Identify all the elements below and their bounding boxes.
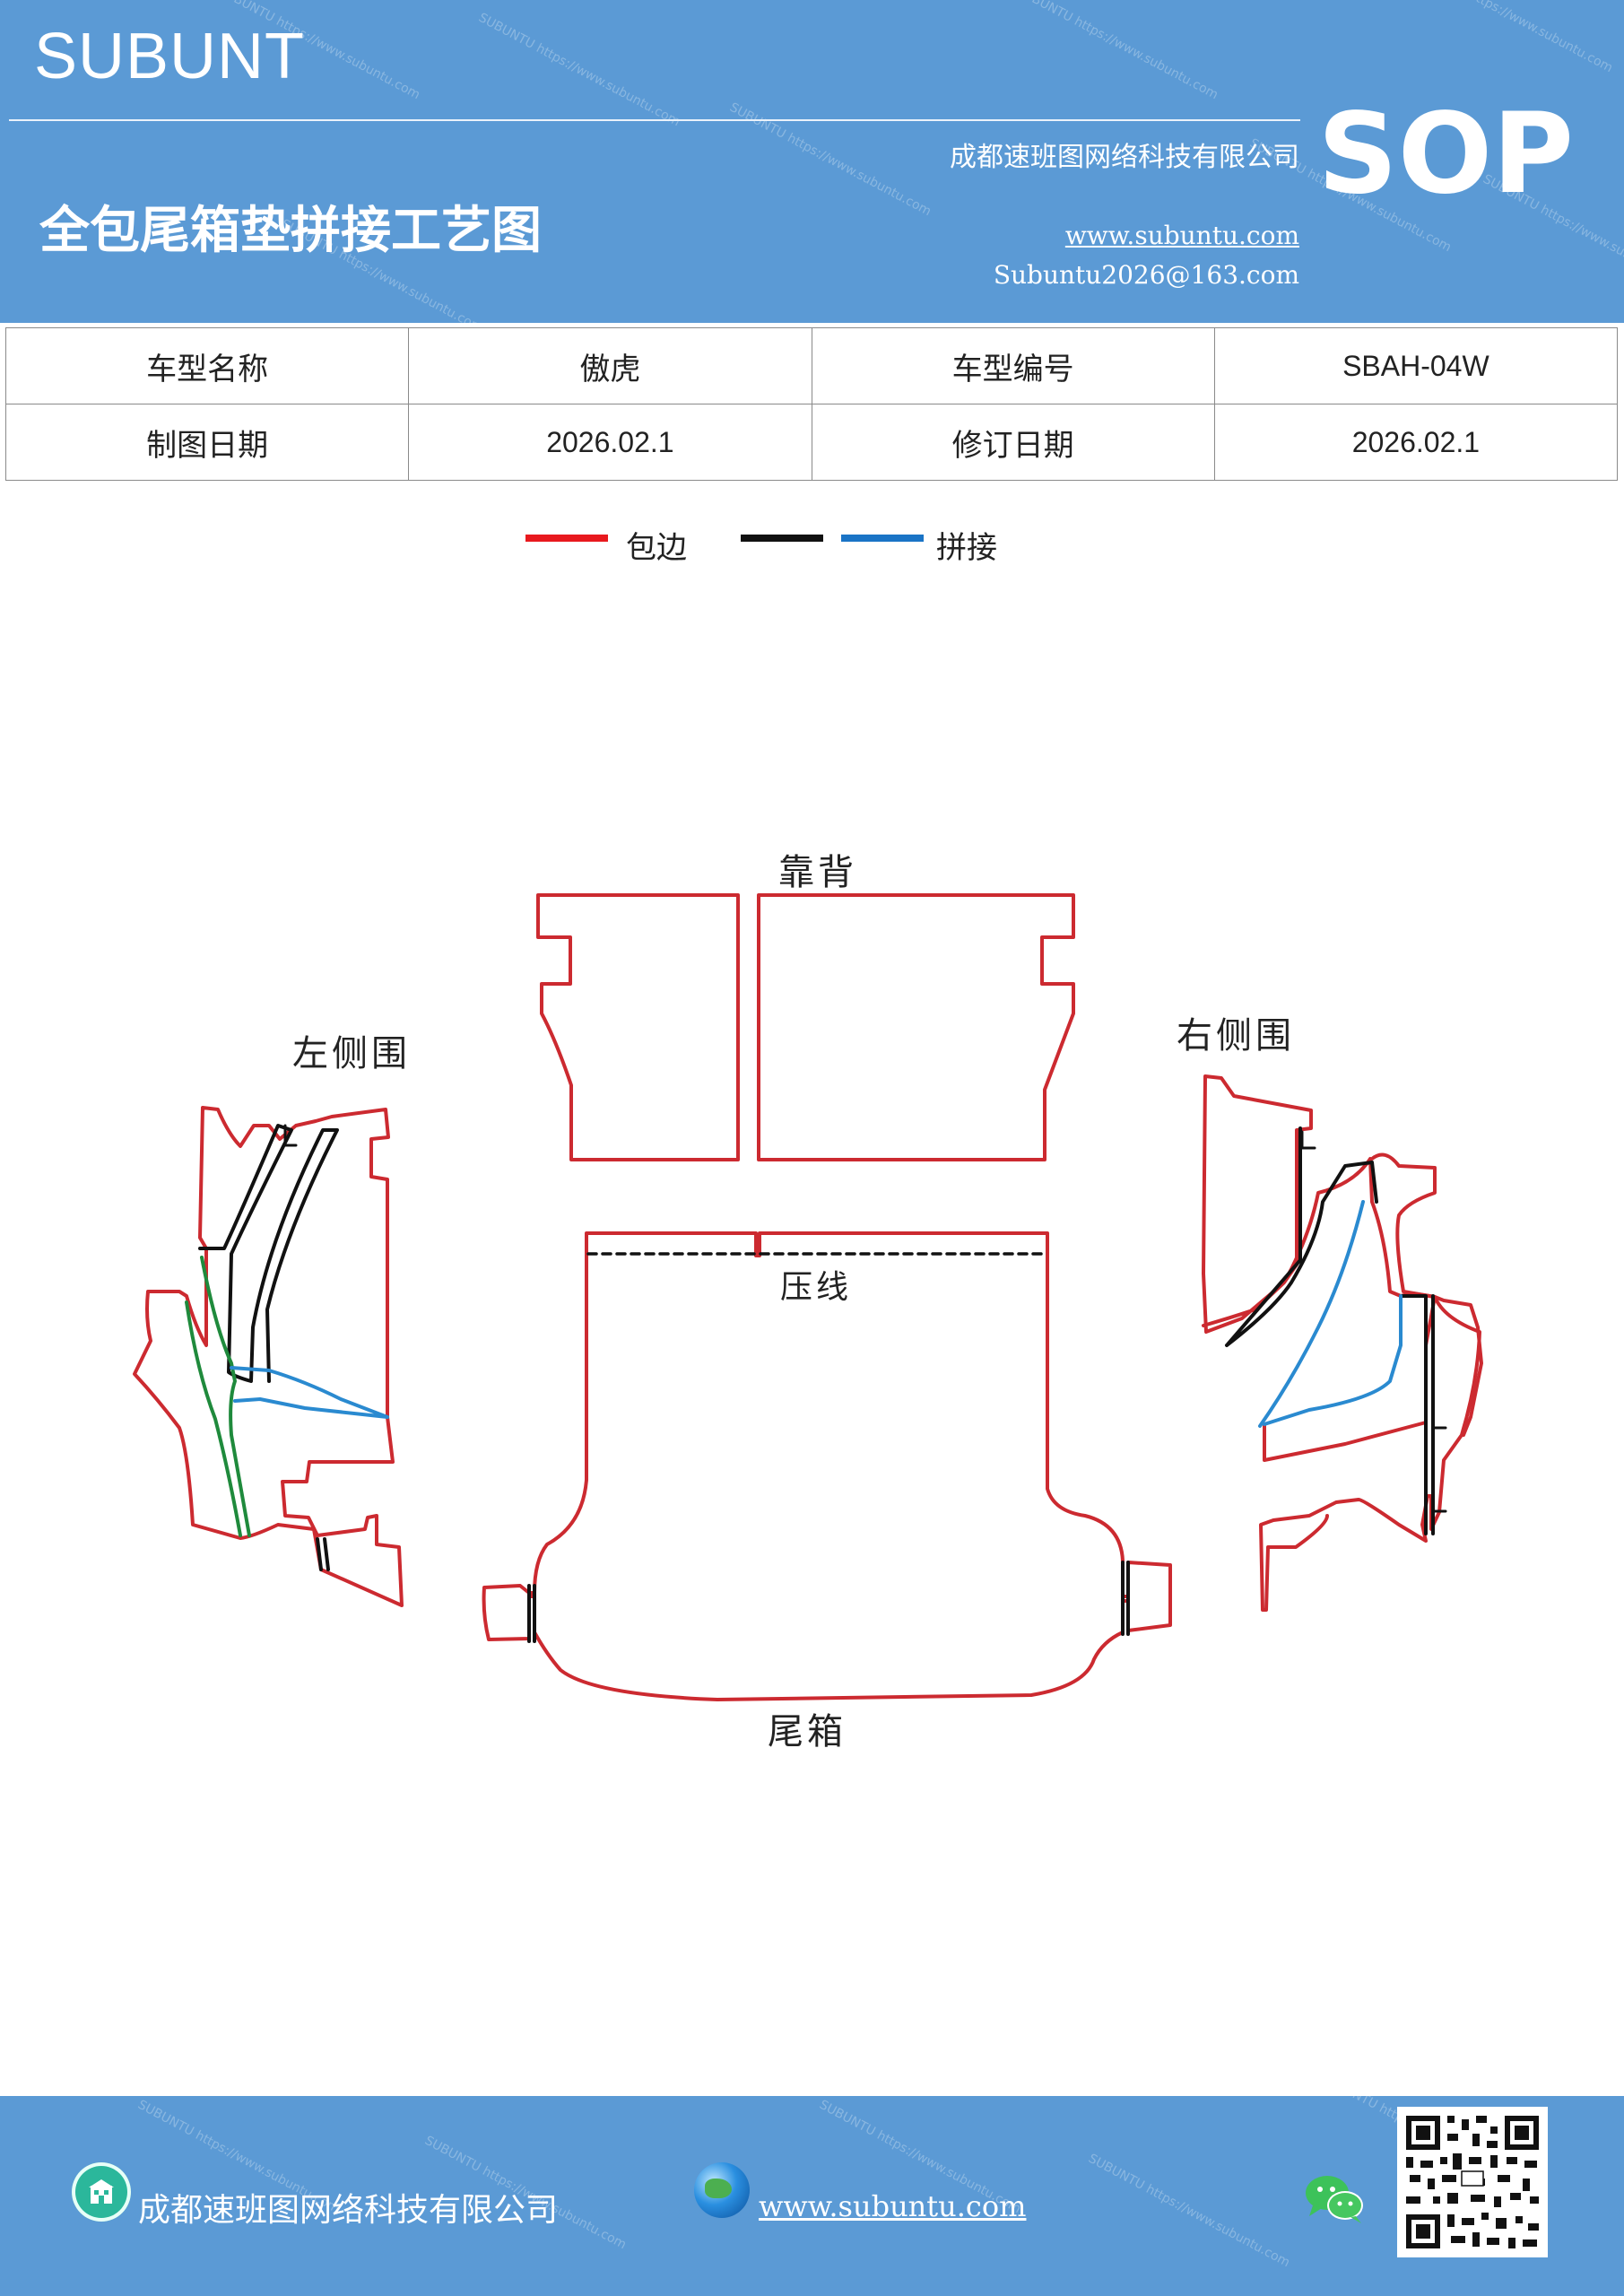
contact-email: Subuntu2026@163.com (993, 260, 1299, 290)
model-name-value: 傲虎 (408, 327, 812, 404)
header-divider (9, 119, 1300, 121)
sop-badge: SOP (1317, 90, 1574, 219)
crease-label: 压线 (780, 1269, 853, 1306)
page-footer: SUBUNTU https://www.subuntu.com SUBUNTU … (0, 2096, 1624, 2296)
legend-label-splice: 拼接 (936, 530, 997, 566)
left-panel-joint-green (185, 1256, 251, 1537)
legend-line-red (525, 535, 608, 542)
trunk-label: 尾箱 (768, 1711, 847, 1752)
right-panel-stitches (1300, 1130, 1447, 1513)
watermark: SUBUNTU https://www.subuntu.com (1085, 2151, 1292, 2271)
backrest-left-piece (536, 893, 740, 1161)
model-code-label: 车型编号 (811, 327, 1215, 404)
drawing-date-label: 制图日期 (4, 404, 410, 481)
vehicle-info-table: 车型名称 傲虎 车型编号 SBAH-04W 制图日期 2026.02.1 修订日… (4, 327, 1619, 481)
globe-icon (694, 2162, 750, 2218)
backrest-right-piece (757, 893, 1075, 1161)
revision-date-value: 2026.02.1 (1213, 404, 1619, 481)
revision-date-label: 修订日期 (811, 404, 1215, 481)
drawing-date-value: 2026.02.1 (408, 404, 812, 481)
legend: 包边 拼接 (0, 523, 1624, 577)
legend-line-blue (841, 535, 924, 542)
backrest-label: 靠背 (778, 852, 857, 893)
model-code-value: SBAH-04W (1213, 327, 1619, 404)
wechat-icon[interactable] (1304, 2171, 1367, 2225)
table-row: 车型名称 傲虎 车型编号 SBAH-04W (4, 327, 1619, 404)
footer-company-name: 成都速班图网络科技有限公司 (138, 2192, 559, 2229)
footer-website-link[interactable]: www.subuntu.com (759, 2189, 1027, 2223)
model-name-label: 车型名称 (4, 327, 410, 404)
left-panel-stitch (283, 1124, 298, 1147)
trunk-right-joint (1121, 1561, 1130, 1636)
left-panel-joint-black (198, 1124, 339, 1383)
trunk-left-joint (527, 1584, 536, 1643)
left-panel-outline (133, 1106, 404, 1607)
right-panel-label: 右侧围 (1177, 1015, 1295, 1057)
company-name: 成都速班图网络科技有限公司 (950, 142, 1299, 173)
qr-code[interactable] (1397, 2107, 1548, 2257)
legend-label-edging: 包边 (626, 530, 687, 566)
trunk-piece (482, 1231, 1172, 1701)
left-panel-joint-blue (230, 1366, 389, 1419)
right-panel-joint-blue (1258, 1200, 1403, 1428)
website-link[interactable]: www.subuntu.com (1064, 221, 1299, 250)
left-panel-small-joint (316, 1537, 330, 1571)
left-panel-label: 左侧围 (292, 1033, 411, 1074)
page-title: 全包尾箱垫拼接工艺图 (39, 201, 542, 260)
table-row: 制图日期 2026.02.1 修订日期 2026.02.1 (4, 404, 1619, 481)
right-panel-outline (1202, 1074, 1481, 1612)
building-icon (72, 2162, 131, 2222)
legend-line-black (741, 535, 823, 542)
brand-name: SUBUNT (34, 21, 306, 92)
page-header: SUBUNTU https://www.subuntu.com SUBUNTU … (0, 0, 1624, 323)
right-panel-joint-black (1225, 1126, 1435, 1535)
